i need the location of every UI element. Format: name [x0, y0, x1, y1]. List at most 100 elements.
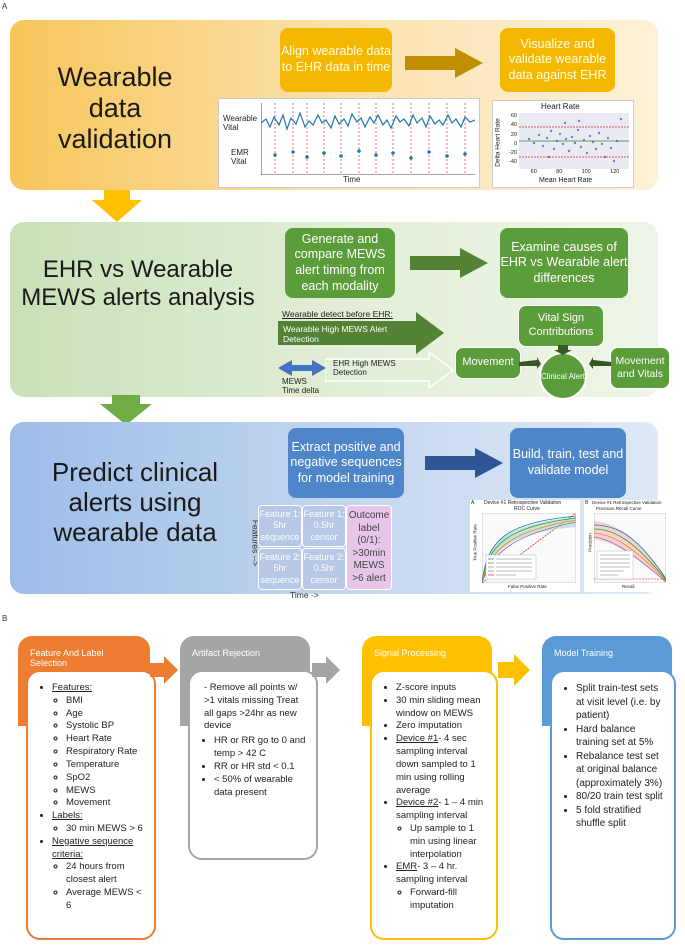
wearable-vital-label: Wearable Vital [223, 114, 258, 132]
pr-curve-plot: B Device #1 Retrospective Validation Pre… [584, 500, 668, 592]
detect-heading: Wearable detect before EHR: [282, 309, 393, 319]
extract-sequences-box: Extract positive and negative sequences … [288, 428, 404, 498]
feature1-sequence-box: Feature 1: 5hr sequence [258, 505, 302, 547]
time-delta-icon [278, 360, 326, 376]
arrow-down-2 [100, 395, 152, 425]
ehr-alert-label: EHR High MEWS Detection [333, 359, 396, 377]
wearable-validation-title: Wearable data validation [57, 62, 173, 155]
feature-item: MEWS [66, 785, 146, 798]
artifact-intro: - Remove all points w/ >1 vitals missing… [204, 682, 299, 732]
pr-letter: B [585, 500, 589, 506]
feature-item: SpO2 [66, 772, 146, 785]
signal-alignment-plot: Wearable Vital EMR Vital Time [218, 98, 480, 188]
device2-text: - 1 – 4 min sampling interval [396, 797, 484, 822]
bland-altman-xticks: 60 80 100 120 [521, 169, 629, 175]
emr-sub: Forward-fill imputation [410, 887, 488, 913]
stage-training-title: Model Training [554, 648, 614, 658]
device1-text: - 4 sec sampling interval down sampled t… [396, 733, 476, 796]
bland-altman-yticks: 60 40 20 0 -20 -40 [503, 112, 517, 168]
negative-item: 24 hours from closest alert [66, 861, 146, 887]
device2-sub: Up sample to 1 min using linear interpol… [410, 823, 488, 861]
generate-compare-box: Generate and compare MEWS alert timing f… [285, 228, 395, 298]
arrow-stage1-to-2 [150, 656, 178, 684]
feature1-censor-box: Feature 1: 0.5hr censor [302, 505, 346, 547]
signal-item: 30 min sliding mean window on MEWS [396, 695, 488, 721]
bland-altman-title: Heart Rate [541, 102, 580, 111]
clinical-alert-connectors [519, 345, 611, 369]
training-item: 80/20 train test split [576, 790, 666, 804]
negative-heading: Negative sequence criteria: [52, 835, 134, 860]
xtick: 80 [556, 169, 563, 175]
movement-box: Movement [455, 347, 521, 379]
roc-xlabel: False Positive Rate [508, 584, 547, 589]
examine-causes-box: Examine causes of EHR vs Wearable alert … [500, 228, 628, 298]
feature-item: Movement [66, 797, 146, 810]
arrow-align-to-visualize [405, 48, 483, 78]
signal-item: Z-score inputs [396, 682, 488, 695]
artifact-item: HR or RR go to 0 and temp > 42 C [214, 735, 308, 761]
wearable-alert-label: Wearable High MEWS Alert Detection [283, 324, 388, 345]
device1-label: Device #1 [396, 733, 439, 745]
label-item: 30 min MEWS > 6 [66, 823, 146, 836]
ehr-alert-arrow [325, 352, 455, 388]
stage-artifact-title: Artifact Rejection [192, 648, 261, 658]
bland-altman-plot: Heart Rate Delta Heart Rate Mean Heart R… [492, 100, 634, 188]
time-delta-label: MEWS Time delta [282, 377, 320, 395]
arrow-stage2-to-3 [312, 656, 340, 684]
feature-item: Respiratory Rate [66, 746, 146, 759]
labels-heading: Labels: [52, 810, 83, 822]
visualize-validate-box: Visualize and validate wearable data aga… [500, 28, 615, 92]
roc-letter: A [471, 500, 475, 506]
negative-item: Average MEWS < 6 [66, 887, 146, 913]
stage-feature-label-body: Features: BMI Age Systolic BP Heart Rate… [26, 670, 156, 940]
bland-altman-xlabel: Mean Heart Rate [539, 177, 593, 184]
xtick: 60 [530, 169, 537, 175]
time-axis-label: Time [343, 175, 361, 184]
stage-signal-body: Z-score inputs 30 min sliding mean windo… [370, 670, 498, 940]
section-b-letter: B [2, 614, 8, 623]
build-model-box: Build, train, test and validate model [510, 428, 626, 498]
ytick: 20 [510, 131, 517, 138]
training-item: Hard balance training set at 5% [576, 723, 666, 750]
ytick: -20 [509, 150, 517, 157]
xtick: 120 [610, 169, 620, 175]
feature2-censor-box: Feature 2: 0.5hr censor [302, 548, 346, 590]
arrow-generate-to-examine [410, 248, 488, 278]
features-heading: Features: [52, 682, 93, 693]
wearable-alert-arrow [278, 312, 444, 354]
artifact-item: RR or HR std < 0.1 [214, 761, 308, 774]
roc-curves [482, 513, 576, 583]
arrow-down-1 [92, 190, 142, 222]
training-item: 5 fold stratified shuffle split [576, 804, 666, 831]
arrow-stage3-to-4 [498, 654, 530, 686]
pr-xlabel: Recall [622, 584, 635, 589]
training-item: Split train-test sets at visit level (i.… [576, 682, 666, 723]
time-axis-label-row3: Time -> [290, 590, 319, 600]
ytick: 60 [510, 113, 517, 119]
ytick: 0 [513, 140, 517, 147]
artifact-item: < 50% of wearable data present [214, 774, 308, 800]
stage-artifact-body: - Remove all points w/ >1 vitals missing… [188, 670, 318, 860]
align-data-box: Align wearable data to EHR data in time [280, 28, 392, 92]
pr-subtitle: Precision Recall Curve [596, 506, 642, 511]
vital-sign-box: Vital Sign Contributions [518, 305, 604, 347]
training-item: Rebalance test set at original balance (… [576, 750, 666, 791]
emr-vital-label: EMR Vital [231, 148, 249, 166]
pr-ylabel: Precision [587, 533, 593, 552]
stage-training-body: Split train-test sets at visit level (i.… [550, 670, 676, 940]
signal-item: Zero imputation [396, 720, 488, 733]
clinical-alert-circle: Clinical Alert [539, 352, 587, 400]
ytick: 40 [510, 122, 517, 129]
bland-altman-ylabel: Delta Heart Rate [494, 118, 502, 167]
feature-item: BMI [66, 695, 146, 708]
movement-vitals-box: Movement and Vitals [610, 347, 670, 389]
feature-item: Heart Rate [66, 733, 146, 746]
roc-title: Device #1 Retrospective Validation [484, 500, 562, 506]
feature-item: Temperature [66, 759, 146, 772]
pr-title: Device #1 Retrospective Validation [592, 500, 662, 505]
feature-item: Age [66, 708, 146, 721]
feature2-sequence-box: Feature 2: 5hr sequence [258, 548, 302, 590]
predict-alerts-title: Predict clinical alerts using wearable d… [51, 457, 219, 547]
ytick: -40 [509, 159, 517, 166]
arrow-extract-to-build [425, 448, 503, 478]
